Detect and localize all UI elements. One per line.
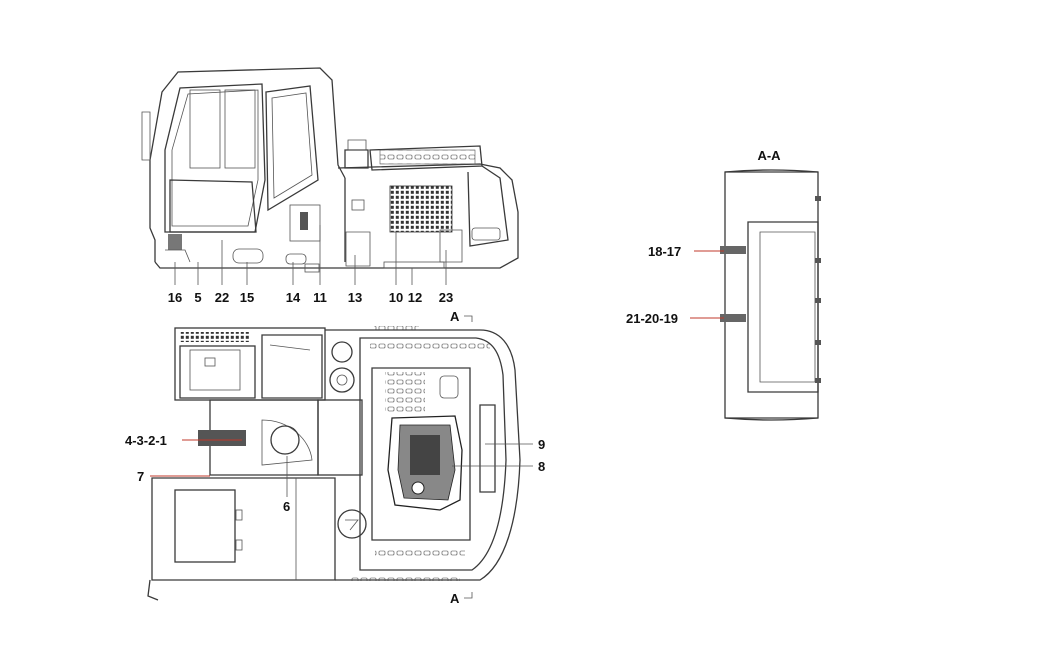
section-view: A-A 18-17 21-20-19 [626,148,821,421]
side-label-16: 16 [168,290,182,305]
side-label-23: 23 [439,290,453,305]
section-marker-bottom: A [450,591,460,606]
section-marker-top: A [450,309,460,324]
top-label-7: 7 [137,469,144,484]
side-label-11: 11 [313,290,327,305]
side-label-22: 22 [215,290,229,305]
top-label-4-3-2-1: 4-3-2-1 [125,433,167,448]
side-label-5: 5 [194,290,201,305]
section-title: A-A [757,148,781,163]
section-label-18-17: 18-17 [648,244,681,259]
side-label-12: 12 [408,290,422,305]
top-label-6: 6 [283,499,290,514]
top-label-9: 9 [538,437,545,452]
section-label-21-20-19: 21-20-19 [626,311,678,326]
side-label-13: 13 [348,290,362,305]
top-label-8: 8 [538,459,545,474]
side-label-15: 15 [240,290,254,305]
top-view: A A [125,309,545,606]
side-view: 16 5 22 15 14 11 13 10 12 23 [141,67,519,305]
side-label-14: 14 [286,290,301,305]
side-label-10: 10 [389,290,403,305]
